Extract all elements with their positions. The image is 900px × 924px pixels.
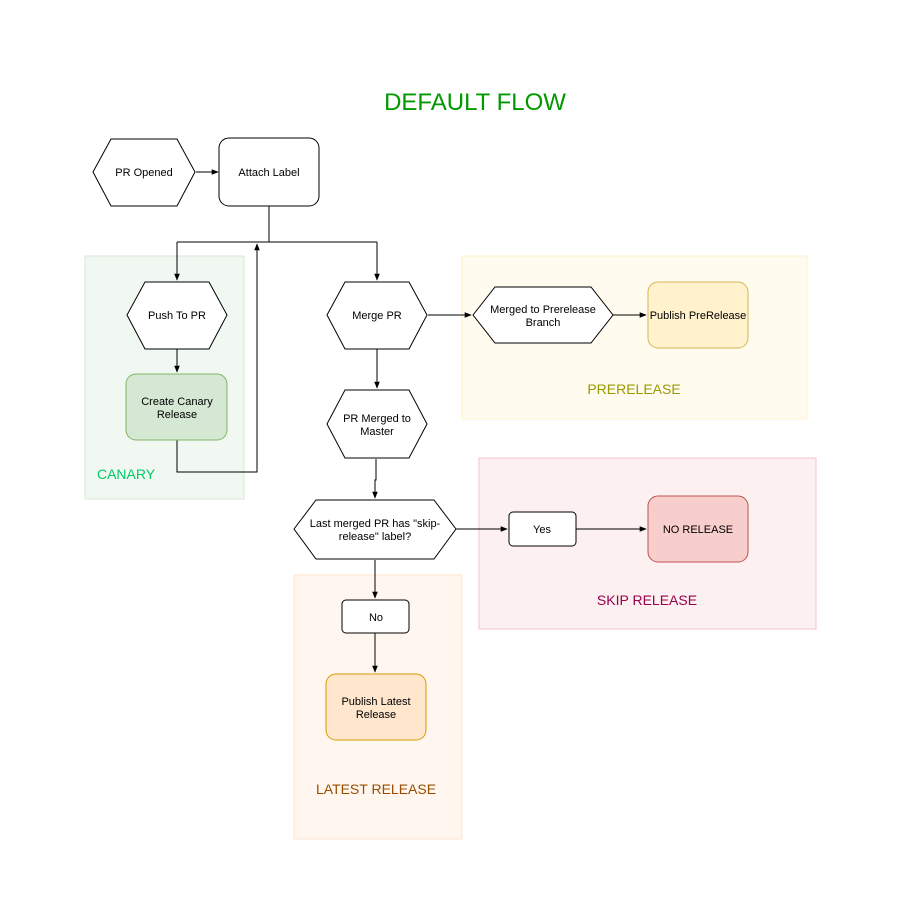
node-pr-merged-master-label-1: PR Merged to	[343, 413, 411, 425]
node-push-to-pr: Push To PR	[126, 281, 228, 350]
node-pr-opened: PR Opened	[92, 138, 196, 207]
node-attach-label-label: Attach Label	[238, 167, 299, 179]
node-no: No	[341, 599, 410, 634]
node-push-to-pr-label: Push To PR	[148, 310, 206, 322]
node-publish-latest-label-2: Release	[356, 709, 396, 721]
node-create-canary-release: Create Canary Release	[125, 373, 228, 441]
node-pr-merged-to-master: PR Merged to Master	[326, 389, 428, 459]
node-no-release: NO RELEASE	[647, 495, 749, 563]
diagram-title: DEFAULT FLOW	[384, 89, 566, 116]
edge-canary-loop-back	[176, 243, 260, 473]
node-create-canary-label-2: Release	[157, 409, 197, 421]
node-publish-prerelease: Publish PreRelease	[647, 281, 749, 349]
node-attach-label: Attach Label	[218, 137, 320, 207]
node-merged-to-prerelease: Merged to Prerelease Branch	[472, 286, 614, 344]
node-publish-prerelease-label: Publish PreRelease	[650, 310, 747, 322]
node-merge-pr-label: Merge PR	[352, 310, 402, 322]
node-merge-pr: Merge PR	[326, 281, 428, 350]
node-no-label: No	[369, 612, 383, 624]
skip-release-group-label: SKIP RELEASE	[597, 592, 697, 608]
node-pr-opened-label: PR Opened	[115, 167, 172, 179]
node-skip-check-label-1: Last merged PR has "skip-	[310, 518, 441, 530]
node-create-canary-label-1: Create Canary	[141, 396, 213, 408]
node-skip-release-check: Last merged PR has "skip- release" label…	[293, 499, 457, 560]
canary-group-label: CANARY	[97, 466, 156, 482]
node-yes: Yes	[508, 511, 577, 547]
prerelease-group-label: PRERELEASE	[587, 381, 680, 397]
node-merged-prerelease-label-2: Branch	[526, 317, 561, 329]
edge-master-to-check	[372, 459, 378, 499]
node-publish-latest-label-1: Publish Latest	[341, 696, 410, 708]
node-no-release-label: NO RELEASE	[663, 524, 733, 536]
node-skip-check-label-2: release" label?	[339, 531, 411, 543]
latest-release-group-label: LATEST RELEASE	[316, 781, 436, 797]
node-merged-prerelease-label-1: Merged to Prerelease	[490, 304, 596, 316]
node-yes-label: Yes	[533, 524, 551, 536]
node-pr-merged-master-label-2: Master	[360, 426, 394, 438]
node-publish-latest-release: Publish Latest Release	[325, 673, 427, 741]
